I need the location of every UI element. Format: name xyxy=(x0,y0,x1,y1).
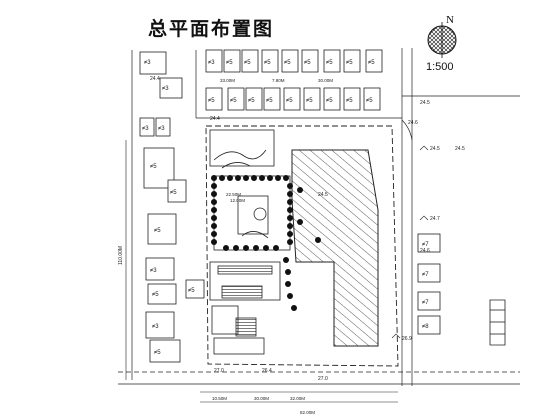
building-label: ≠5 xyxy=(244,60,251,66)
building-label: ≠5 xyxy=(368,60,375,66)
elevation-label: 24.4 xyxy=(210,116,220,122)
elevation-label: 24.5 xyxy=(430,146,440,152)
north-garden xyxy=(209,129,275,169)
elevation-label: 24.6 xyxy=(420,248,430,254)
north-label: N xyxy=(446,14,454,26)
dimension-label: 22.50M xyxy=(226,192,241,197)
building-label: ≠7 xyxy=(422,242,429,248)
elevation-label: 24.4 xyxy=(150,76,160,82)
right-column-buildings xyxy=(417,233,506,346)
dimension-label: 110.00M xyxy=(118,246,124,265)
building-label: ≠8 xyxy=(422,324,429,330)
building-label: ≠3 xyxy=(144,60,151,66)
main-building-hatched xyxy=(291,149,379,347)
site-boundary xyxy=(205,125,399,367)
building-label: ≠5 xyxy=(284,60,291,66)
building-label: ≠3 xyxy=(152,324,159,330)
building-label: ≠3 xyxy=(162,86,169,92)
dimension-label: 33.00M xyxy=(220,78,235,83)
lower-building-block xyxy=(209,261,281,355)
dimension-label: 7.80M xyxy=(272,78,285,83)
second-row-houses xyxy=(205,87,381,111)
elevation-label: 27.0 xyxy=(214,368,224,374)
dimension-label: 30.00M xyxy=(318,78,333,83)
elevation-label: 27.0 xyxy=(318,376,328,382)
elevation-label: 24.5 xyxy=(318,192,328,198)
building-label: ≠5 xyxy=(266,98,273,104)
elevation-label: 24.5 xyxy=(420,100,430,106)
dimension-label: 12.00M xyxy=(230,198,245,203)
building-label: ≠5 xyxy=(306,98,313,104)
building-label: ≠5 xyxy=(264,60,271,66)
building-label: ≠5 xyxy=(326,98,333,104)
building-label: ≠3 xyxy=(158,126,165,132)
road-lines xyxy=(118,48,520,386)
building-label: ≠5 xyxy=(326,60,333,66)
building-label: ≠5 xyxy=(154,350,161,356)
building-label: ≠5 xyxy=(304,60,311,66)
building-label: ≠5 xyxy=(230,98,237,104)
top-row-houses xyxy=(139,49,383,99)
building-label: ≠5 xyxy=(366,98,373,104)
scale-label: 1:500 xyxy=(426,61,454,73)
elevation-marks xyxy=(125,140,429,403)
dimension-label: 30.00M xyxy=(254,396,269,401)
building-label: ≠3 xyxy=(150,268,157,274)
tree-symbol-icon xyxy=(211,175,321,311)
building-label: ≠7 xyxy=(422,272,429,278)
left-column-buildings xyxy=(139,117,205,363)
building-label: ≠5 xyxy=(188,288,195,294)
building-label: ≠5 xyxy=(346,98,353,104)
building-label: ≠5 xyxy=(154,228,161,234)
elevation-label: 24.7 xyxy=(430,216,440,222)
building-label: ≠5 xyxy=(208,98,215,104)
elevation-label: 26.4 xyxy=(262,368,272,374)
dimension-label: 10.50M xyxy=(212,396,227,401)
elevation-label: 26.9 xyxy=(402,336,412,342)
drawing-title: 总平面布置图 xyxy=(148,18,275,40)
building-label: ≠5 xyxy=(346,60,353,66)
elevation-label: 24.5 xyxy=(455,146,465,152)
building-label: ≠3 xyxy=(208,60,215,66)
building-label: ≠5 xyxy=(170,190,177,196)
building-label: ≠7 xyxy=(422,300,429,306)
dimension-label: 82.00M xyxy=(300,410,315,415)
building-label: ≠5 xyxy=(226,60,233,66)
building-label: ≠5 xyxy=(150,164,157,170)
courtyard xyxy=(213,175,291,251)
building-label: ≠5 xyxy=(286,98,293,104)
building-label: ≠5 xyxy=(248,98,255,104)
elevation-label: 24.6 xyxy=(408,120,418,126)
building-label: ≠3 xyxy=(142,126,149,132)
dimension-label: 32.00M xyxy=(290,396,305,401)
north-arrow-icon xyxy=(427,22,457,58)
building-label: ≠5 xyxy=(152,292,159,298)
